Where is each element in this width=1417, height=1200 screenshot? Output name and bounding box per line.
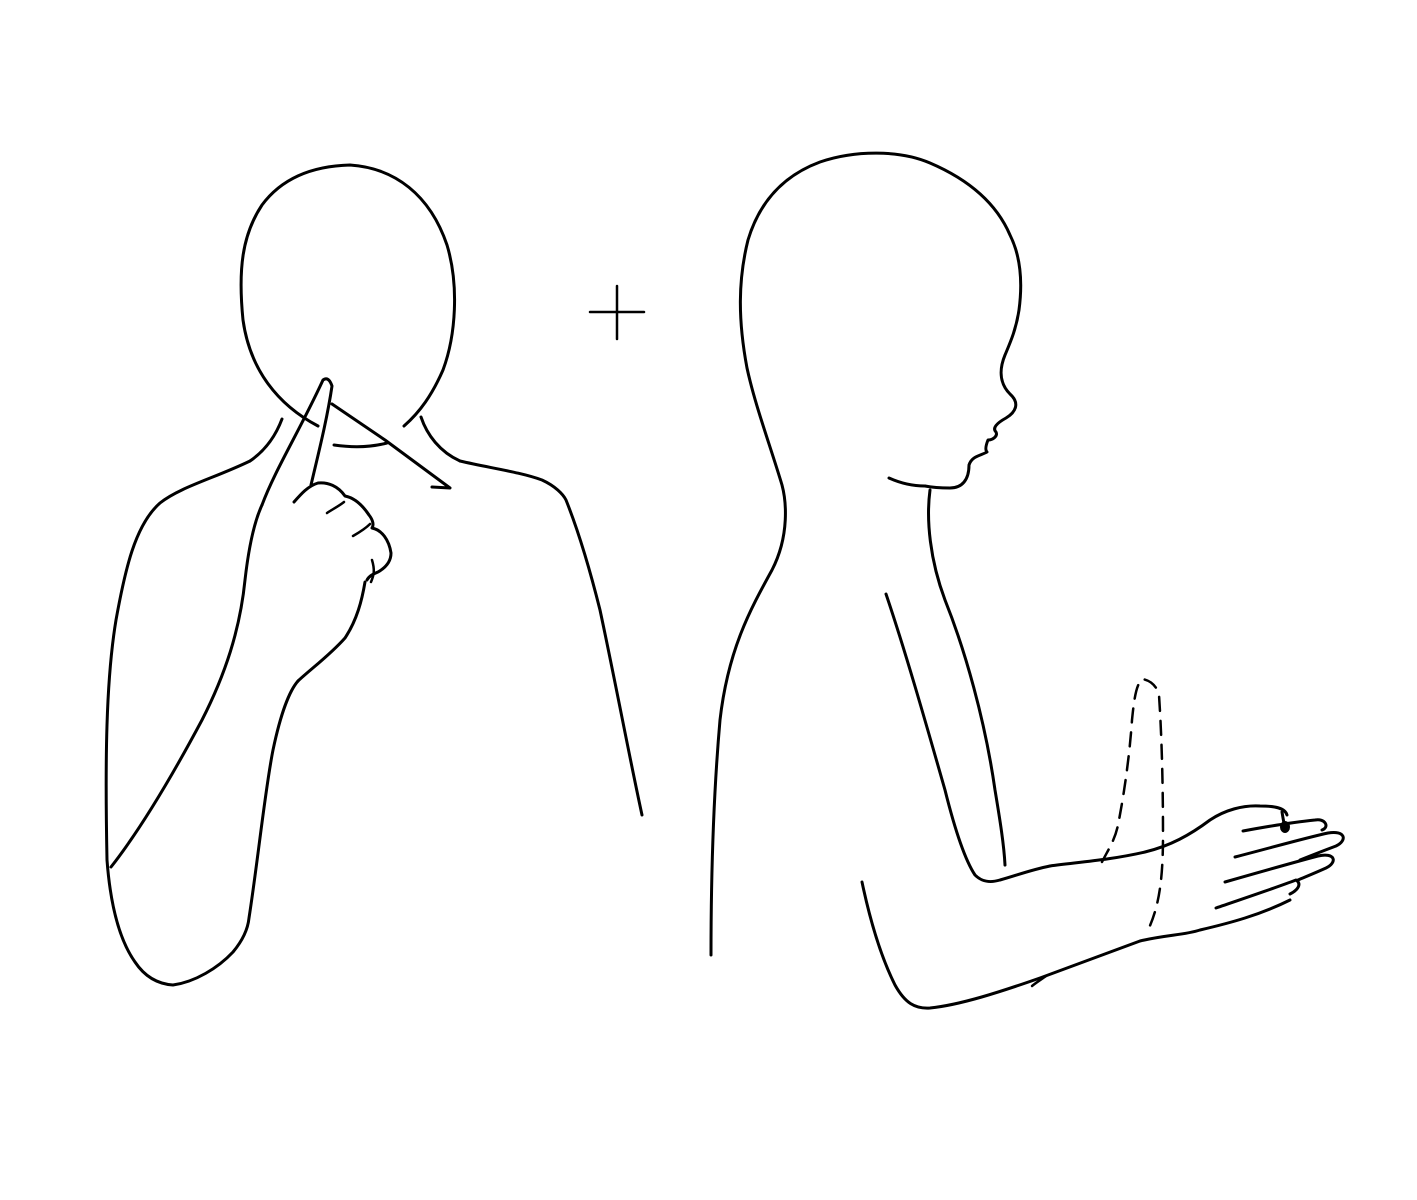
front-fist-knuckle-line-2 — [351, 522, 372, 538]
front-chin-curve — [332, 441, 389, 449]
front-index-finger — [260, 377, 334, 507]
side-finger-1 — [1241, 818, 1328, 833]
front-hand-to-arm — [296, 580, 367, 683]
side-elbow-crease — [1030, 974, 1048, 988]
front-fist-knuckle-line-3 — [369, 558, 376, 584]
front-right-shoulder-torso — [458, 459, 644, 817]
side-forearm-top — [1048, 804, 1289, 868]
side-thumb-dot — [1280, 821, 1290, 833]
side-head-back — [709, 151, 1023, 957]
side-view-figure — [709, 151, 1345, 1010]
front-left-shoulder-arm — [104, 459, 300, 987]
side-finger-2 — [1233, 830, 1345, 862]
side-jaw-line — [887, 476, 927, 488]
front-forearm-inner — [109, 503, 264, 869]
side-upper-arm-back — [884, 592, 1052, 884]
side-dashed-movement-path — [1100, 677, 1165, 932]
side-front-neck — [927, 488, 1007, 867]
side-upper-arm-front — [860, 880, 1292, 1010]
front-fist-knuckle-line-1 — [325, 500, 346, 515]
front-view-figure — [104, 163, 644, 987]
front-movement-arrow — [330, 402, 452, 490]
front-neck-right — [419, 415, 462, 463]
front-neck-left — [248, 417, 284, 463]
front-head-outline — [239, 163, 457, 428]
side-finger-3 — [1223, 853, 1335, 884]
plus-icon — [588, 284, 646, 341]
front-fist-knuckles — [292, 481, 393, 582]
side-finger-4 — [1214, 878, 1301, 910]
